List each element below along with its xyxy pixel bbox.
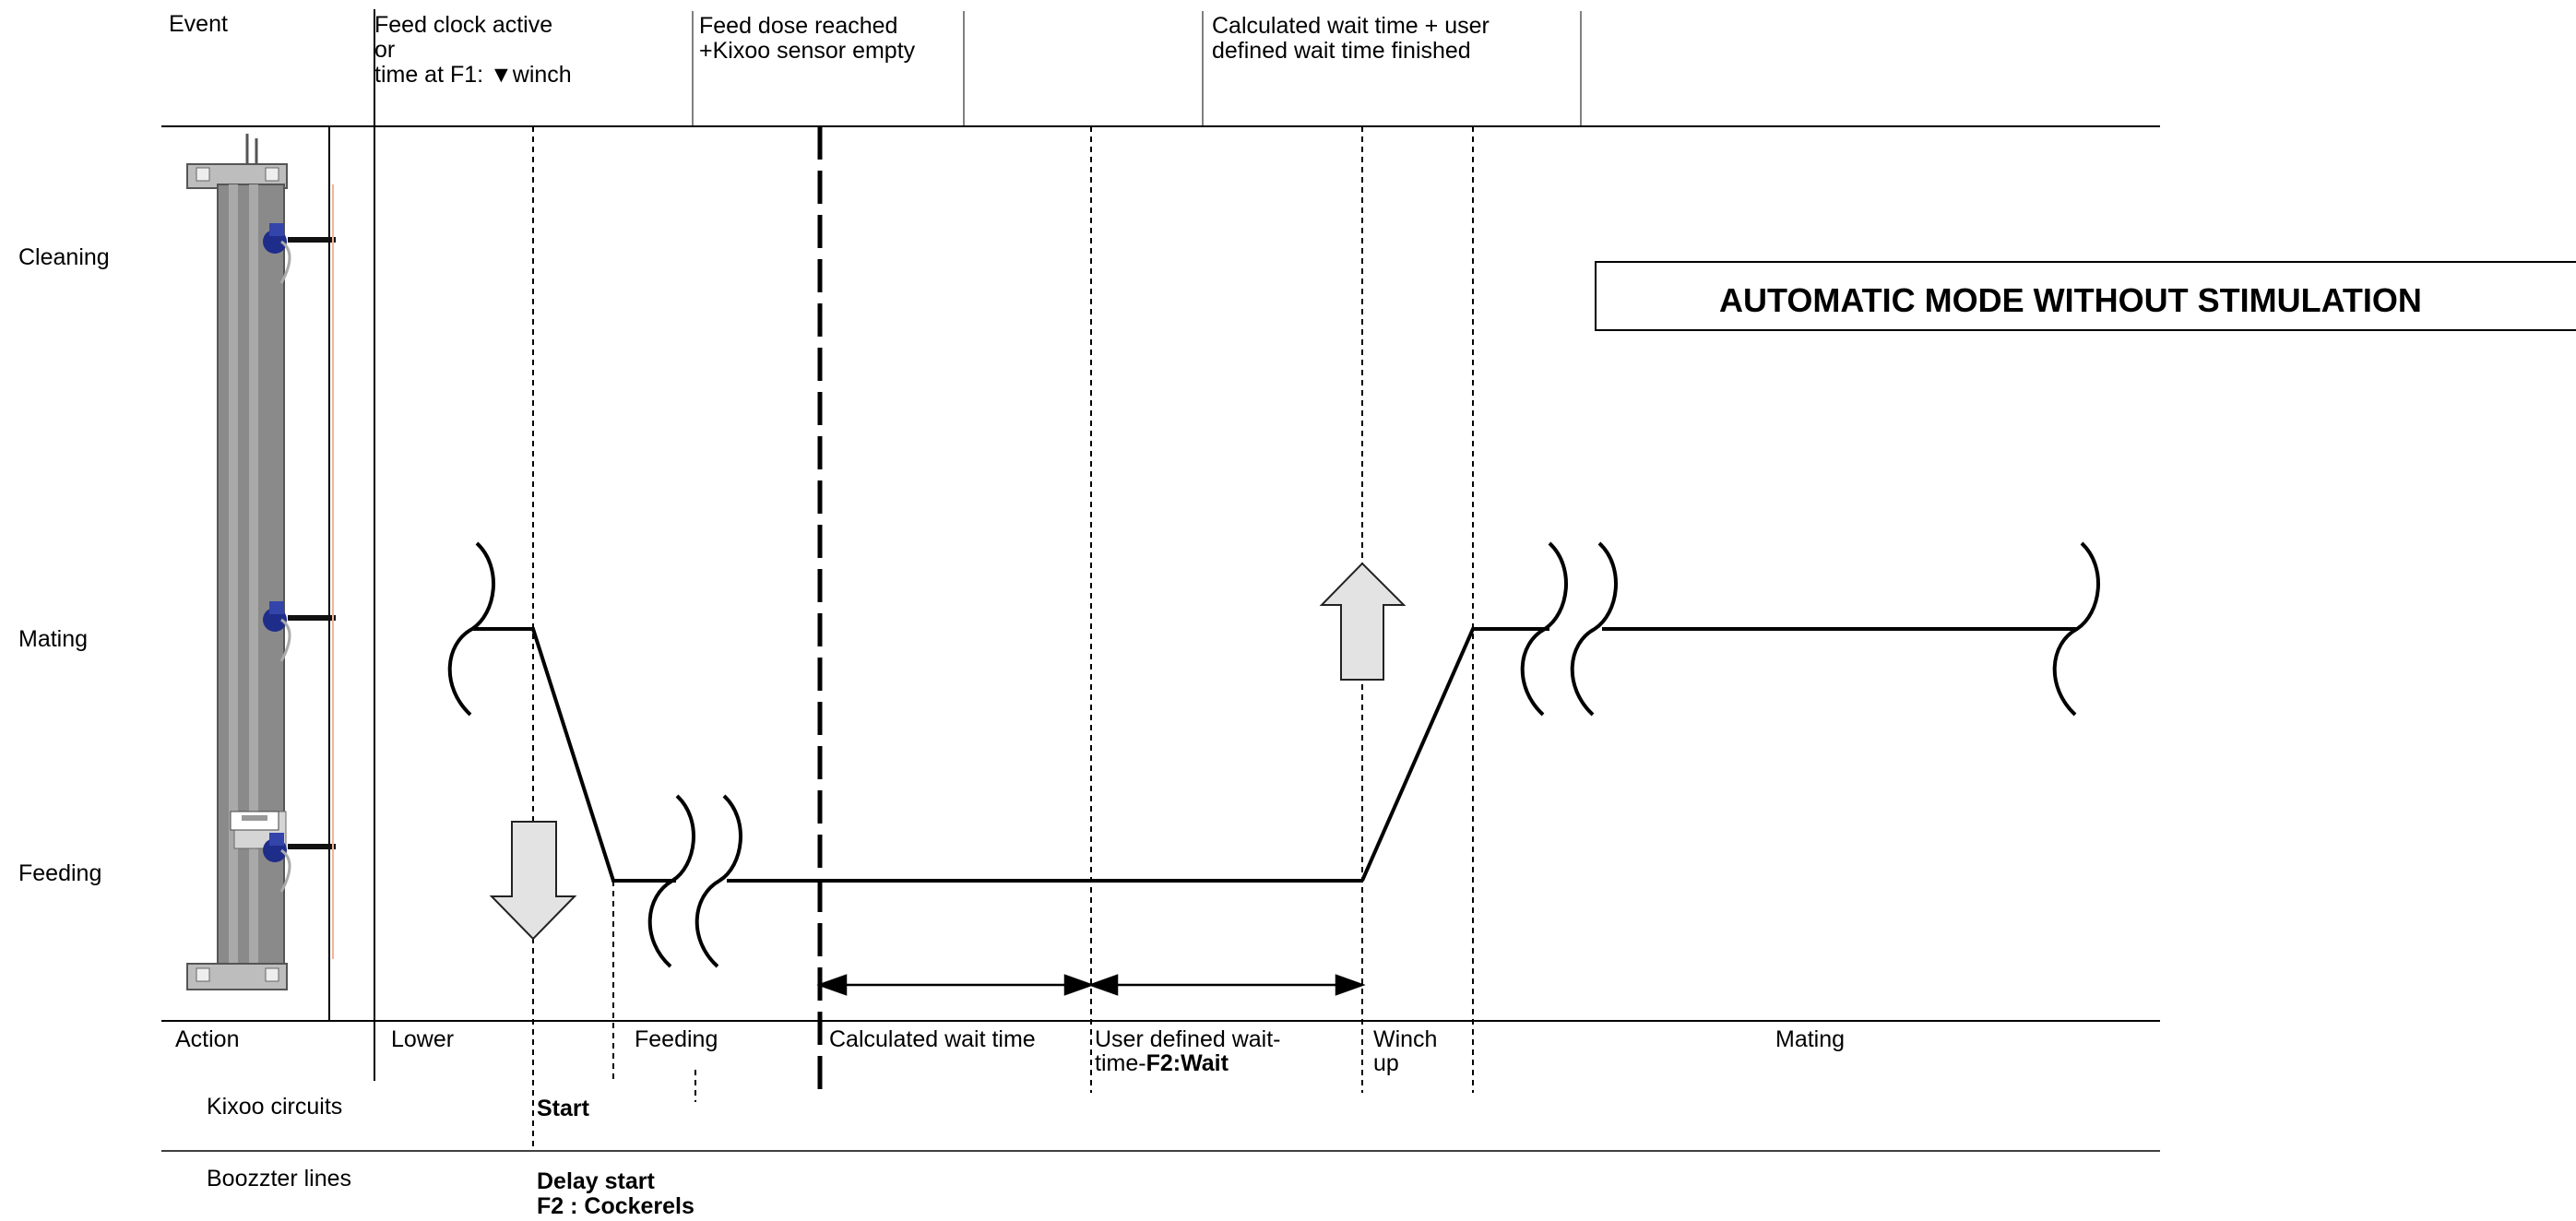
winch-position-trace <box>472 627 2078 883</box>
event-header-label: Event <box>169 11 228 37</box>
action-feeding: Feeding <box>635 1026 718 1052</box>
time-markers <box>532 126 1474 1148</box>
table-frame <box>161 9 2160 1152</box>
action-user-wait-line-2: time-F2:Wait <box>1095 1051 1229 1076</box>
event-3-line-1: Calculated wait time + user <box>1212 13 1490 39</box>
arrow-up-icon <box>1319 562 1407 681</box>
action-mating: Mating <box>1775 1026 1846 1052</box>
title-box <box>1595 261 2576 331</box>
action-header-label: Action <box>175 1026 240 1052</box>
event-2-line-2: +Kixoo sensor empty <box>699 38 916 64</box>
duration-arrows <box>816 974 1366 996</box>
action-calculated-wait: Calculated wait time <box>829 1026 1036 1052</box>
level-label-mating: Mating <box>18 626 89 652</box>
boozzter-value-line-1: Delay start <box>537 1168 655 1194</box>
kixoo-circuits-label: Kixoo circuits <box>207 1094 343 1120</box>
boozzter-value-line-2: F2 : Cockerels <box>537 1193 694 1219</box>
action-user-wait-param: F2:Wait <box>1146 1050 1229 1076</box>
action-winch-up-line-2: up <box>1373 1050 1399 1076</box>
page-title: AUTOMATIC MODE WITHOUT STIMULATION <box>1719 281 2422 319</box>
event-1-line-3: time at F1: ▼winch <box>374 62 572 88</box>
event-1-line-1: Feed clock active <box>374 12 553 38</box>
kixoo-start-value: Start <box>537 1096 589 1121</box>
level-label-cleaning: Cleaning <box>18 244 110 270</box>
arrow-down-icon <box>489 821 577 941</box>
event-3-line-2: defined wait time finished <box>1212 38 1471 64</box>
winch-column-icon <box>186 134 336 990</box>
boozzter-lines-label: Boozzter lines <box>207 1166 352 1191</box>
break-symbols <box>447 541 2100 968</box>
event-2-line-1: Feed dose reached <box>699 13 898 39</box>
action-user-wait-prefix: time- <box>1095 1050 1146 1076</box>
action-winch-up-line-1: Winch <box>1373 1026 1438 1052</box>
action-user-wait-line-1: User defined wait- <box>1095 1026 1281 1052</box>
level-label-feeding: Feeding <box>18 860 102 886</box>
event-1-line-2: or <box>374 37 396 63</box>
action-lower: Lower <box>391 1026 455 1052</box>
